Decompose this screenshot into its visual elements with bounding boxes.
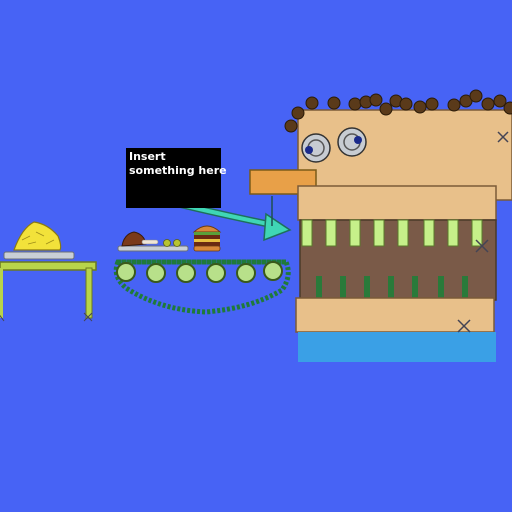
conveyor-wheel bbox=[146, 263, 166, 283]
insert-something-sign[interactable]: Insert something here bbox=[126, 148, 227, 208]
conveyor-wheel bbox=[176, 263, 196, 283]
conveyor-wheel bbox=[236, 263, 256, 283]
gold-pile-icon[interactable] bbox=[13, 221, 62, 251]
sign-line-1: Insert bbox=[129, 150, 166, 163]
eye-icon bbox=[337, 127, 367, 157]
sign-line-2: something here bbox=[129, 164, 227, 177]
bolt-icon bbox=[83, 312, 93, 322]
burger-icon[interactable] bbox=[192, 225, 222, 252]
machine[interactable] bbox=[249, 89, 512, 362]
olive-icon[interactable] bbox=[173, 239, 181, 247]
conveyor-wheel bbox=[206, 263, 226, 283]
eye-icon bbox=[301, 133, 331, 163]
left-table[interactable] bbox=[0, 221, 97, 322]
meat-icon[interactable] bbox=[121, 231, 147, 247]
arrow-icon[interactable] bbox=[161, 196, 292, 242]
conveyor-wheel bbox=[116, 262, 136, 282]
conveyor[interactable] bbox=[113, 225, 291, 315]
olive-icon[interactable] bbox=[163, 239, 171, 247]
conveyor-wheel bbox=[263, 261, 283, 281]
bolt-icon bbox=[0, 314, 5, 322]
